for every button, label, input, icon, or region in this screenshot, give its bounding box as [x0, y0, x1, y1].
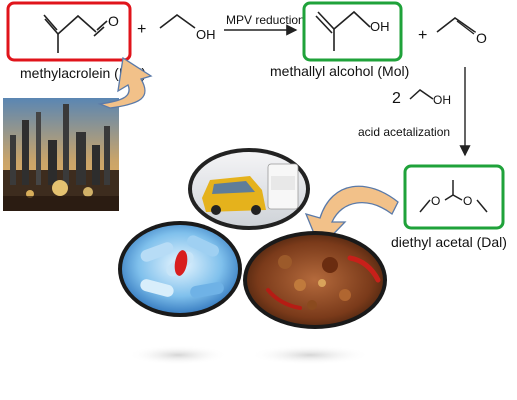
ethanol-2-oh-label: OH	[433, 93, 451, 107]
ethanol-2-coefficient: 2	[392, 90, 401, 107]
reflection-shadow-right	[250, 345, 370, 365]
acetaldehyde-oxygen-label: O	[476, 30, 487, 46]
ethanol-structure: OH	[159, 14, 216, 42]
reflection-shadow-left	[128, 345, 228, 365]
mol-box	[302, 1, 403, 62]
plus-sign-2: +	[418, 27, 427, 44]
acetaldehyde-structure: O	[436, 17, 487, 46]
mpv-arrow: MPV reduction	[224, 13, 305, 36]
taxi-and-fuel-photo	[188, 148, 310, 230]
dal-box	[403, 164, 505, 230]
ethanol-2-structure: OH	[409, 89, 451, 107]
refinery-photo	[3, 98, 119, 211]
mpv-label: MPV reduction	[226, 13, 305, 27]
dal-name: diethyl acetal (Dal)	[391, 234, 507, 250]
curved-arrow-refinery	[97, 56, 153, 109]
mal-structure: O	[6, 1, 132, 62]
mal-name: methylacrolein (Mal)	[20, 65, 146, 81]
mol-name: methallyl alcohol (Mol)	[270, 63, 409, 79]
pills-photo	[118, 221, 242, 317]
acetalization-arrow: acid acetalization	[358, 67, 471, 157]
dal-structure: O O	[403, 164, 505, 230]
mal-oxygen-label: O	[108, 13, 119, 29]
spices-photo	[243, 231, 387, 329]
mal-box	[6, 1, 132, 62]
dal-oxygen-1-label: O	[431, 194, 440, 208]
dal-oxygen-2-label: O	[463, 194, 472, 208]
mol-oh-label: OH	[370, 19, 390, 34]
plus-sign-1: +	[137, 21, 146, 38]
acetalization-label: acid acetalization	[358, 125, 450, 139]
mol-structure: OH	[302, 1, 403, 62]
ethanol-oh-label: OH	[196, 27, 216, 42]
